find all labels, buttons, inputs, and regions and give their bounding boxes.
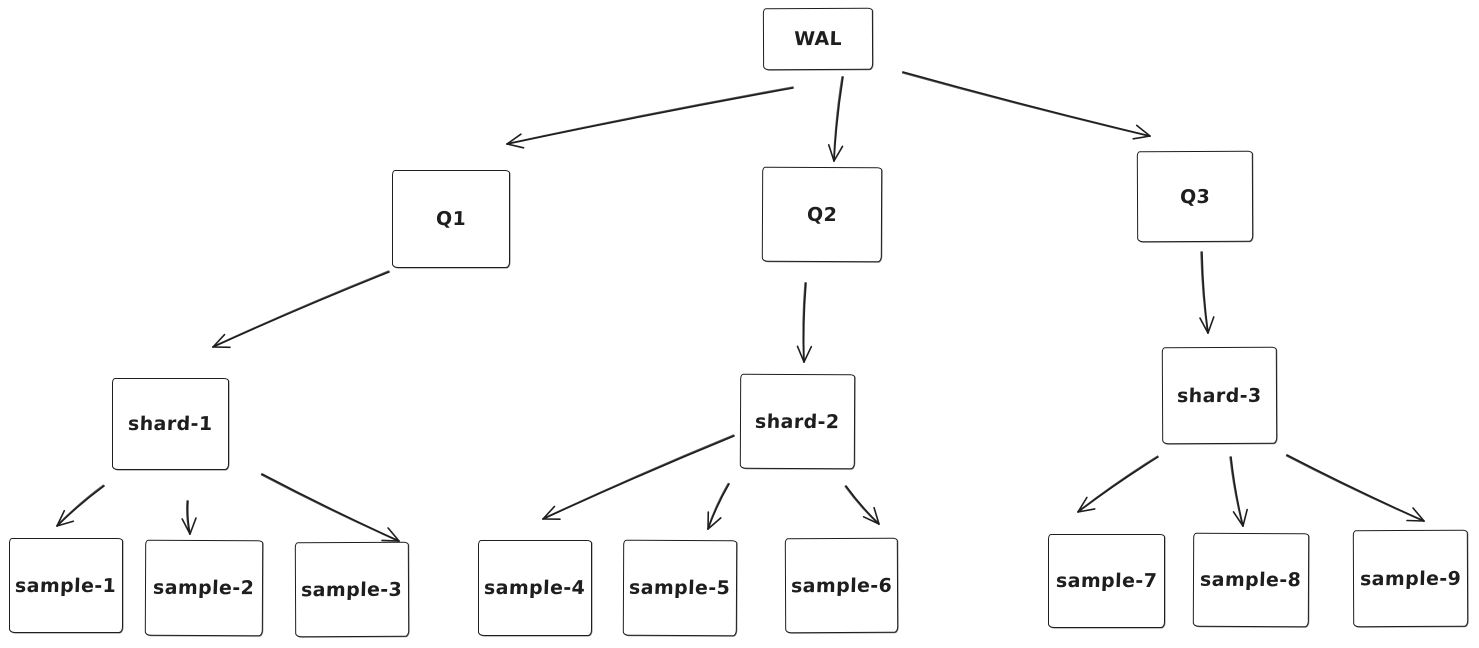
node-label: shard-3 (1176, 384, 1263, 407)
node-q2[interactable]: Q2 (761, 166, 883, 263)
node-shard-3[interactable]: shard-3 (1161, 346, 1278, 445)
node-shard-2[interactable]: shard-2 (739, 373, 856, 470)
edge-q1-shard-1[interactable] (212, 270, 390, 349)
edge-q2-shard-2[interactable] (796, 282, 813, 363)
node-label: sample-3 (301, 578, 403, 601)
node-sample-8[interactable]: sample-8 (1192, 532, 1310, 628)
node-label: sample-9 (1359, 567, 1462, 590)
node-q1[interactable]: Q1 (392, 170, 510, 268)
node-sample-4[interactable]: sample-4 (478, 540, 592, 636)
edge-q3-shard-3[interactable] (1199, 251, 1215, 334)
edge-shard-1-sample-3[interactable] (260, 473, 400, 543)
node-label: sample-5 (628, 576, 732, 600)
node-label: sample-1 (14, 574, 117, 597)
node-label: shard-1 (127, 413, 214, 435)
node-sample-1[interactable]: sample-1 (9, 538, 123, 633)
edge-wal-q1[interactable] (506, 86, 794, 149)
node-label: sample-8 (1199, 568, 1303, 592)
node-label: WAL (793, 27, 843, 51)
edge-wal-q3[interactable] (901, 71, 1151, 140)
node-label: Q3 (1179, 185, 1211, 208)
node-sample-9[interactable]: sample-9 (1352, 529, 1469, 628)
edge-shard-3-sample-8[interactable] (1229, 456, 1248, 527)
edge-shard-2-sample-4[interactable] (542, 434, 735, 520)
node-sample-5[interactable]: sample-5 (622, 539, 738, 637)
node-sample-2[interactable]: sample-2 (144, 539, 264, 637)
edge-shard-1-sample-2[interactable] (181, 500, 197, 535)
node-label: shard-2 (754, 410, 841, 433)
edge-shard-3-sample-9[interactable] (1285, 454, 1425, 523)
node-label: Q2 (806, 203, 838, 226)
node-label: Q1 (435, 208, 467, 230)
node-label: sample-6 (790, 574, 893, 597)
node-wal[interactable]: WAL (762, 7, 874, 71)
node-sample-3[interactable]: sample-3 (294, 541, 410, 638)
node-label: sample-7 (1055, 570, 1158, 592)
edge-wal-q2[interactable] (827, 76, 844, 162)
node-sample-6[interactable]: sample-6 (784, 537, 899, 634)
edge-shard-1-sample-1[interactable] (56, 484, 105, 527)
node-label: sample-2 (152, 576, 256, 600)
node-q3[interactable]: Q3 (1136, 150, 1254, 243)
edge-shard-2-sample-6[interactable] (844, 485, 880, 525)
edge-shard-2-sample-5[interactable] (706, 482, 730, 530)
edge-shard-3-sample-7[interactable] (1077, 455, 1159, 513)
node-shard-1[interactable]: shard-1 (112, 378, 229, 470)
node-sample-7[interactable]: sample-7 (1048, 534, 1165, 628)
node-label: sample-4 (483, 577, 586, 599)
